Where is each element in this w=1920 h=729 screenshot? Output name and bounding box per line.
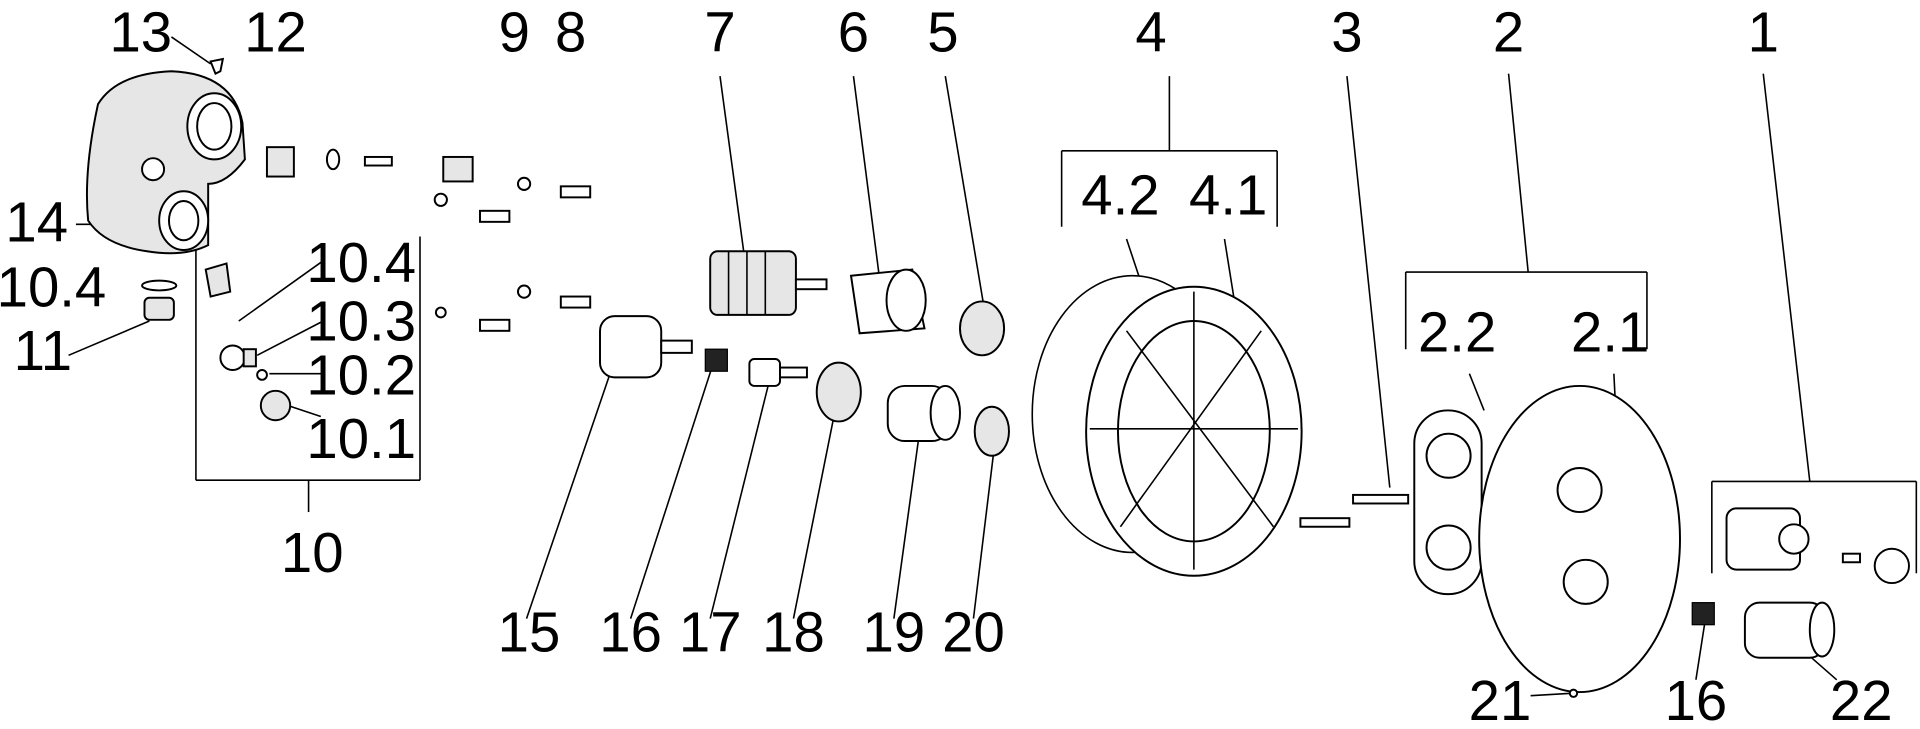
callout-6: 6 (838, 1, 869, 64)
callout-16-right: 16 (1665, 669, 1728, 729)
callout-10-4-right: 10.4 (306, 231, 416, 294)
callout-21: 21 (1469, 669, 1532, 729)
callout-10: 10 (281, 521, 344, 584)
valve-body (85, 70, 246, 255)
callout-4: 4 (1135, 1, 1166, 64)
cartridge-7 (709, 250, 828, 316)
callout-9: 9 (499, 1, 530, 64)
callout-2-1: 2.1 (1571, 301, 1649, 364)
part-5 (959, 300, 1006, 357)
callout-8: 8 (555, 1, 586, 64)
ring-20 (973, 405, 1010, 457)
callout-18: 18 (762, 601, 825, 664)
callout-4-2: 4.2 (1081, 164, 1159, 227)
callout-13: 13 (109, 1, 172, 64)
callout-5: 5 (927, 1, 958, 64)
callout-10-4-left: 10.4 (0, 255, 106, 318)
callout-22: 22 (1830, 669, 1893, 729)
callout-10-2: 10.2 (306, 344, 416, 407)
callout-16-left: 16 (599, 601, 662, 664)
screw-13 (209, 57, 225, 76)
sleeve-19 (886, 384, 961, 443)
callout-7: 7 (704, 1, 735, 64)
callout-14: 14 (5, 190, 68, 253)
screw-8 (559, 185, 592, 199)
screws-3 (1299, 493, 1410, 528)
plug-11 (143, 296, 175, 321)
callout-12: 12 (244, 1, 307, 64)
callout-17: 17 (679, 601, 742, 664)
ring-18 (815, 361, 862, 423)
knob-22 (1743, 601, 1836, 659)
callout-15: 15 (498, 601, 561, 664)
leader-lines (68, 36, 1918, 697)
callout-3: 3 (1331, 1, 1362, 64)
callout-4-1: 4.1 (1189, 164, 1267, 227)
callout-10-1: 10.1 (306, 407, 416, 470)
callout-1: 1 (1748, 1, 1779, 64)
cover-plate-2-1 (1478, 384, 1681, 694)
callout-10-3: 10.3 (306, 290, 416, 353)
frame-4-1 (1085, 285, 1303, 577)
plate-2-2 (1413, 409, 1483, 596)
check-valve-12 (265, 146, 295, 178)
callout-11: 11 (14, 319, 72, 382)
handle-1 (1725, 507, 1910, 585)
spindle-15 (599, 315, 693, 379)
callout-2: 2 (1493, 1, 1524, 64)
parts (85, 57, 1910, 698)
callout-19: 19 (863, 601, 926, 664)
callout-20: 20 (942, 601, 1005, 664)
callout-2-2: 2.2 (1418, 301, 1496, 364)
